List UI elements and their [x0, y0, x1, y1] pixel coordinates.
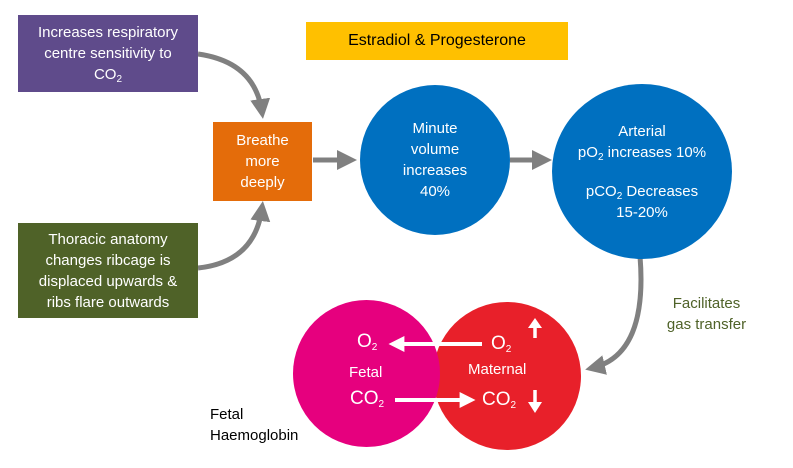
- hormone-label: Estradiol & Progesterone: [348, 32, 526, 49]
- arrow-arterial-to-maternal: [585, 255, 644, 375]
- facilitates-line-2: gas transfer: [666, 316, 747, 333]
- hormone-label-box: Estradiol & Progesterone: [306, 22, 568, 60]
- respiratory-sensitivity-box: Increases respiratory centre sensitivity…: [18, 15, 198, 92]
- arrow-respiratory-to-breathe: [197, 51, 271, 119]
- arterial-line-1: Arterial: [618, 122, 666, 140]
- arterial-pco2-line: pCO2 Decreases: [585, 182, 699, 202]
- thoracic-line-2: changes ribcage is: [45, 251, 171, 269]
- arterial-pco2-range: 15-20%: [616, 203, 668, 221]
- breathe-deeply-box: Breathe more deeply: [213, 122, 312, 201]
- fetal-o2: O2: [357, 331, 378, 353]
- fetal-hb-line-2: Haemoglobin: [210, 427, 299, 444]
- facilitates-label: Facilitates gas transfer: [654, 293, 759, 335]
- maternal-co2: CO2: [482, 389, 517, 411]
- down-arrow-icon: [528, 390, 542, 413]
- minute-line-1: Minute: [412, 120, 458, 137]
- breathe-line-3: deeply: [240, 174, 285, 191]
- maternal-o2: O2: [491, 333, 512, 355]
- arterial-circle: Arterial pO2 increases 10% pCO2 Decrease…: [552, 84, 732, 259]
- minute-line-2: volume: [410, 141, 460, 158]
- maternal-label: Maternal: [468, 361, 527, 378]
- facilitates-line-1: Facilitates: [672, 295, 741, 312]
- breathe-line-2: more: [245, 153, 280, 170]
- fetal-haemoglobin-label: Fetal Haemoglobin: [210, 404, 298, 446]
- minute-line-4: 40%: [419, 183, 451, 200]
- respiratory-line-1: Increases respiratory: [37, 24, 179, 41]
- maternal-circle: [433, 302, 581, 450]
- up-arrow-icon: [528, 318, 542, 338]
- arterial-po2-line: pO2 increases 10%: [577, 143, 707, 163]
- breathe-line-1: Breathe: [236, 132, 289, 149]
- arrow-thoracic-to-breathe: [197, 201, 271, 271]
- thoracic-line-1: Thoracic anatomy: [48, 230, 168, 248]
- minute-line-3: increases: [402, 162, 468, 179]
- fetal-co2: CO2: [350, 388, 385, 410]
- fetal-circle: [293, 300, 440, 447]
- respiratory-line-3: CO2: [93, 66, 123, 85]
- respiratory-line-2: centre sensitivity to: [44, 45, 172, 62]
- minute-volume-circle: Minute volume increases 40%: [360, 85, 510, 235]
- fetal-label: Fetal: [349, 364, 383, 381]
- thoracic-line-4: ribs flare outwards: [46, 293, 170, 311]
- fetal-hb-line-1: Fetal: [210, 406, 244, 423]
- thoracic-anatomy-box: Thoracic anatomy changes ribcage is disp…: [18, 223, 198, 318]
- thoracic-line-3: displaced upwards &: [38, 272, 178, 290]
